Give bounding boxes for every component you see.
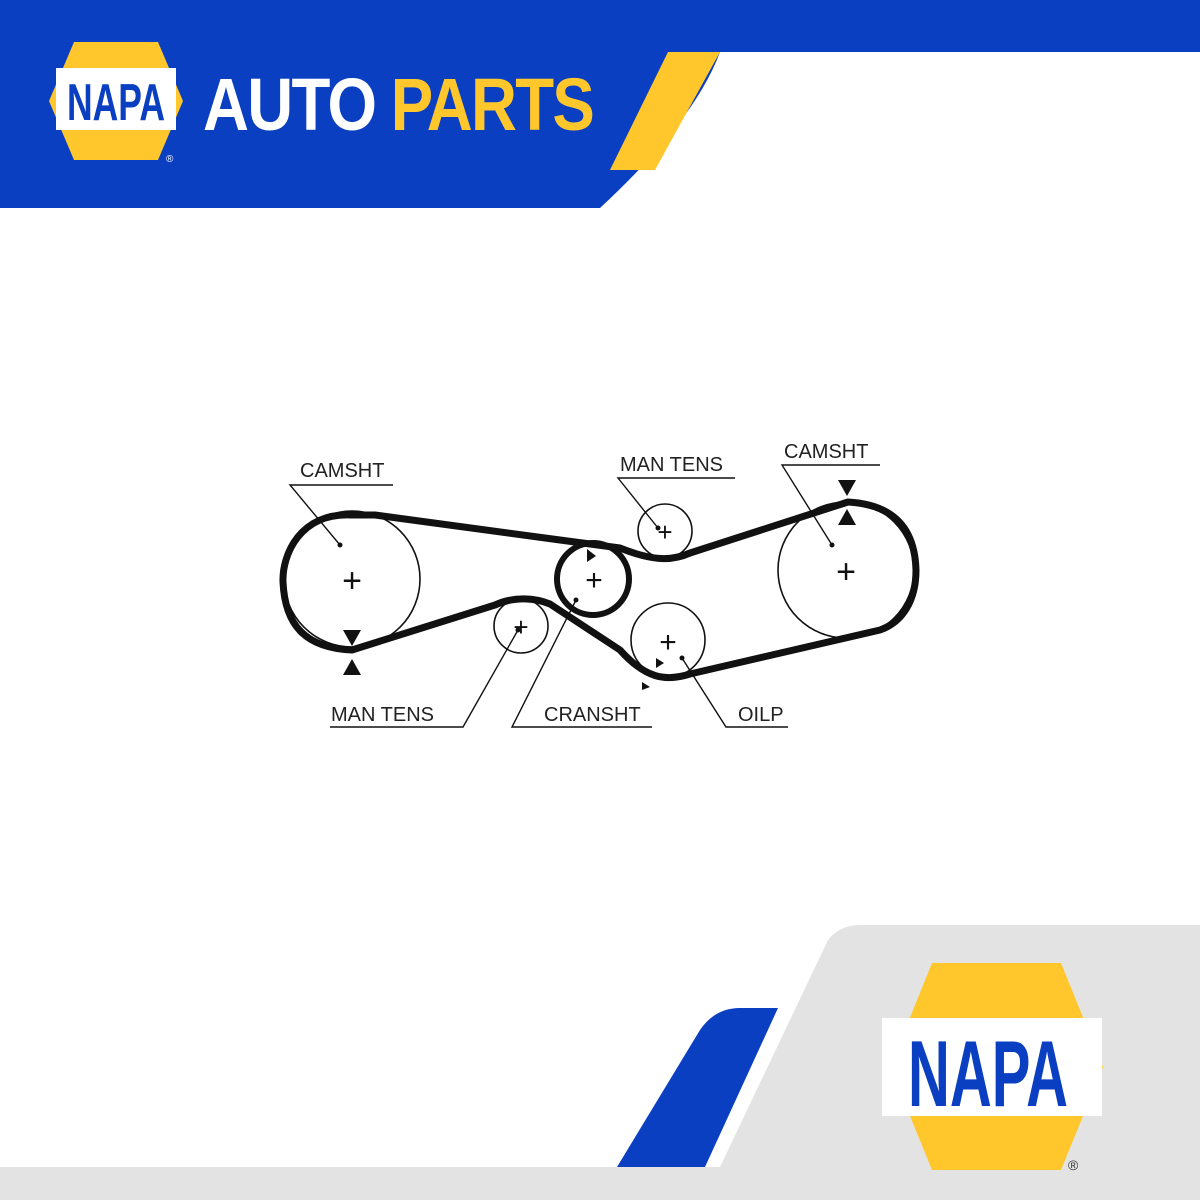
tensioner-pulley-bottom [493, 598, 549, 654]
label-camshaft-left: CAMSHT [300, 460, 384, 482]
brand-word-auto: AUTO [203, 63, 377, 146]
footer-registered-mark: ® [1068, 1157, 1079, 1173]
oil-pump-center: + [659, 626, 677, 659]
label-tensioner-top: MAN TENS [620, 454, 723, 476]
camshaft-right-center: + [836, 553, 856, 591]
footer-logo-text: NAPA [908, 1021, 1068, 1126]
label-tensioner-bottom: MAN TENS [331, 704, 434, 726]
label-crankshaft: CRANSHT [544, 704, 641, 726]
brand-word-parts: PARTS [390, 63, 595, 146]
timing-marks [343, 480, 856, 690]
leader-lines [288, 464, 880, 728]
camshaft-left-center: + [342, 562, 362, 600]
header-registered-mark: ® [166, 154, 174, 165]
header-logo-text: NAPA [67, 74, 165, 132]
crankshaft-center: + [585, 564, 603, 597]
crankshaft-belt-loop [554, 540, 632, 618]
label-oil-pump: OILP [738, 704, 784, 726]
label-camshaft-right: CAMSHT [784, 441, 868, 463]
camshaft-pulley-right [777, 501, 915, 639]
pulley-center-dots [337, 525, 835, 661]
oil-pump-pulley [630, 602, 706, 678]
footer-accent-stripe [617, 1008, 778, 1167]
camshaft-pulley-left [283, 510, 421, 648]
tensioner-pulley-top [637, 503, 693, 559]
tensioner-top-center: + [657, 517, 672, 547]
tensioner-bottom-center: + [513, 612, 528, 642]
header-accent-stripe [610, 52, 720, 170]
